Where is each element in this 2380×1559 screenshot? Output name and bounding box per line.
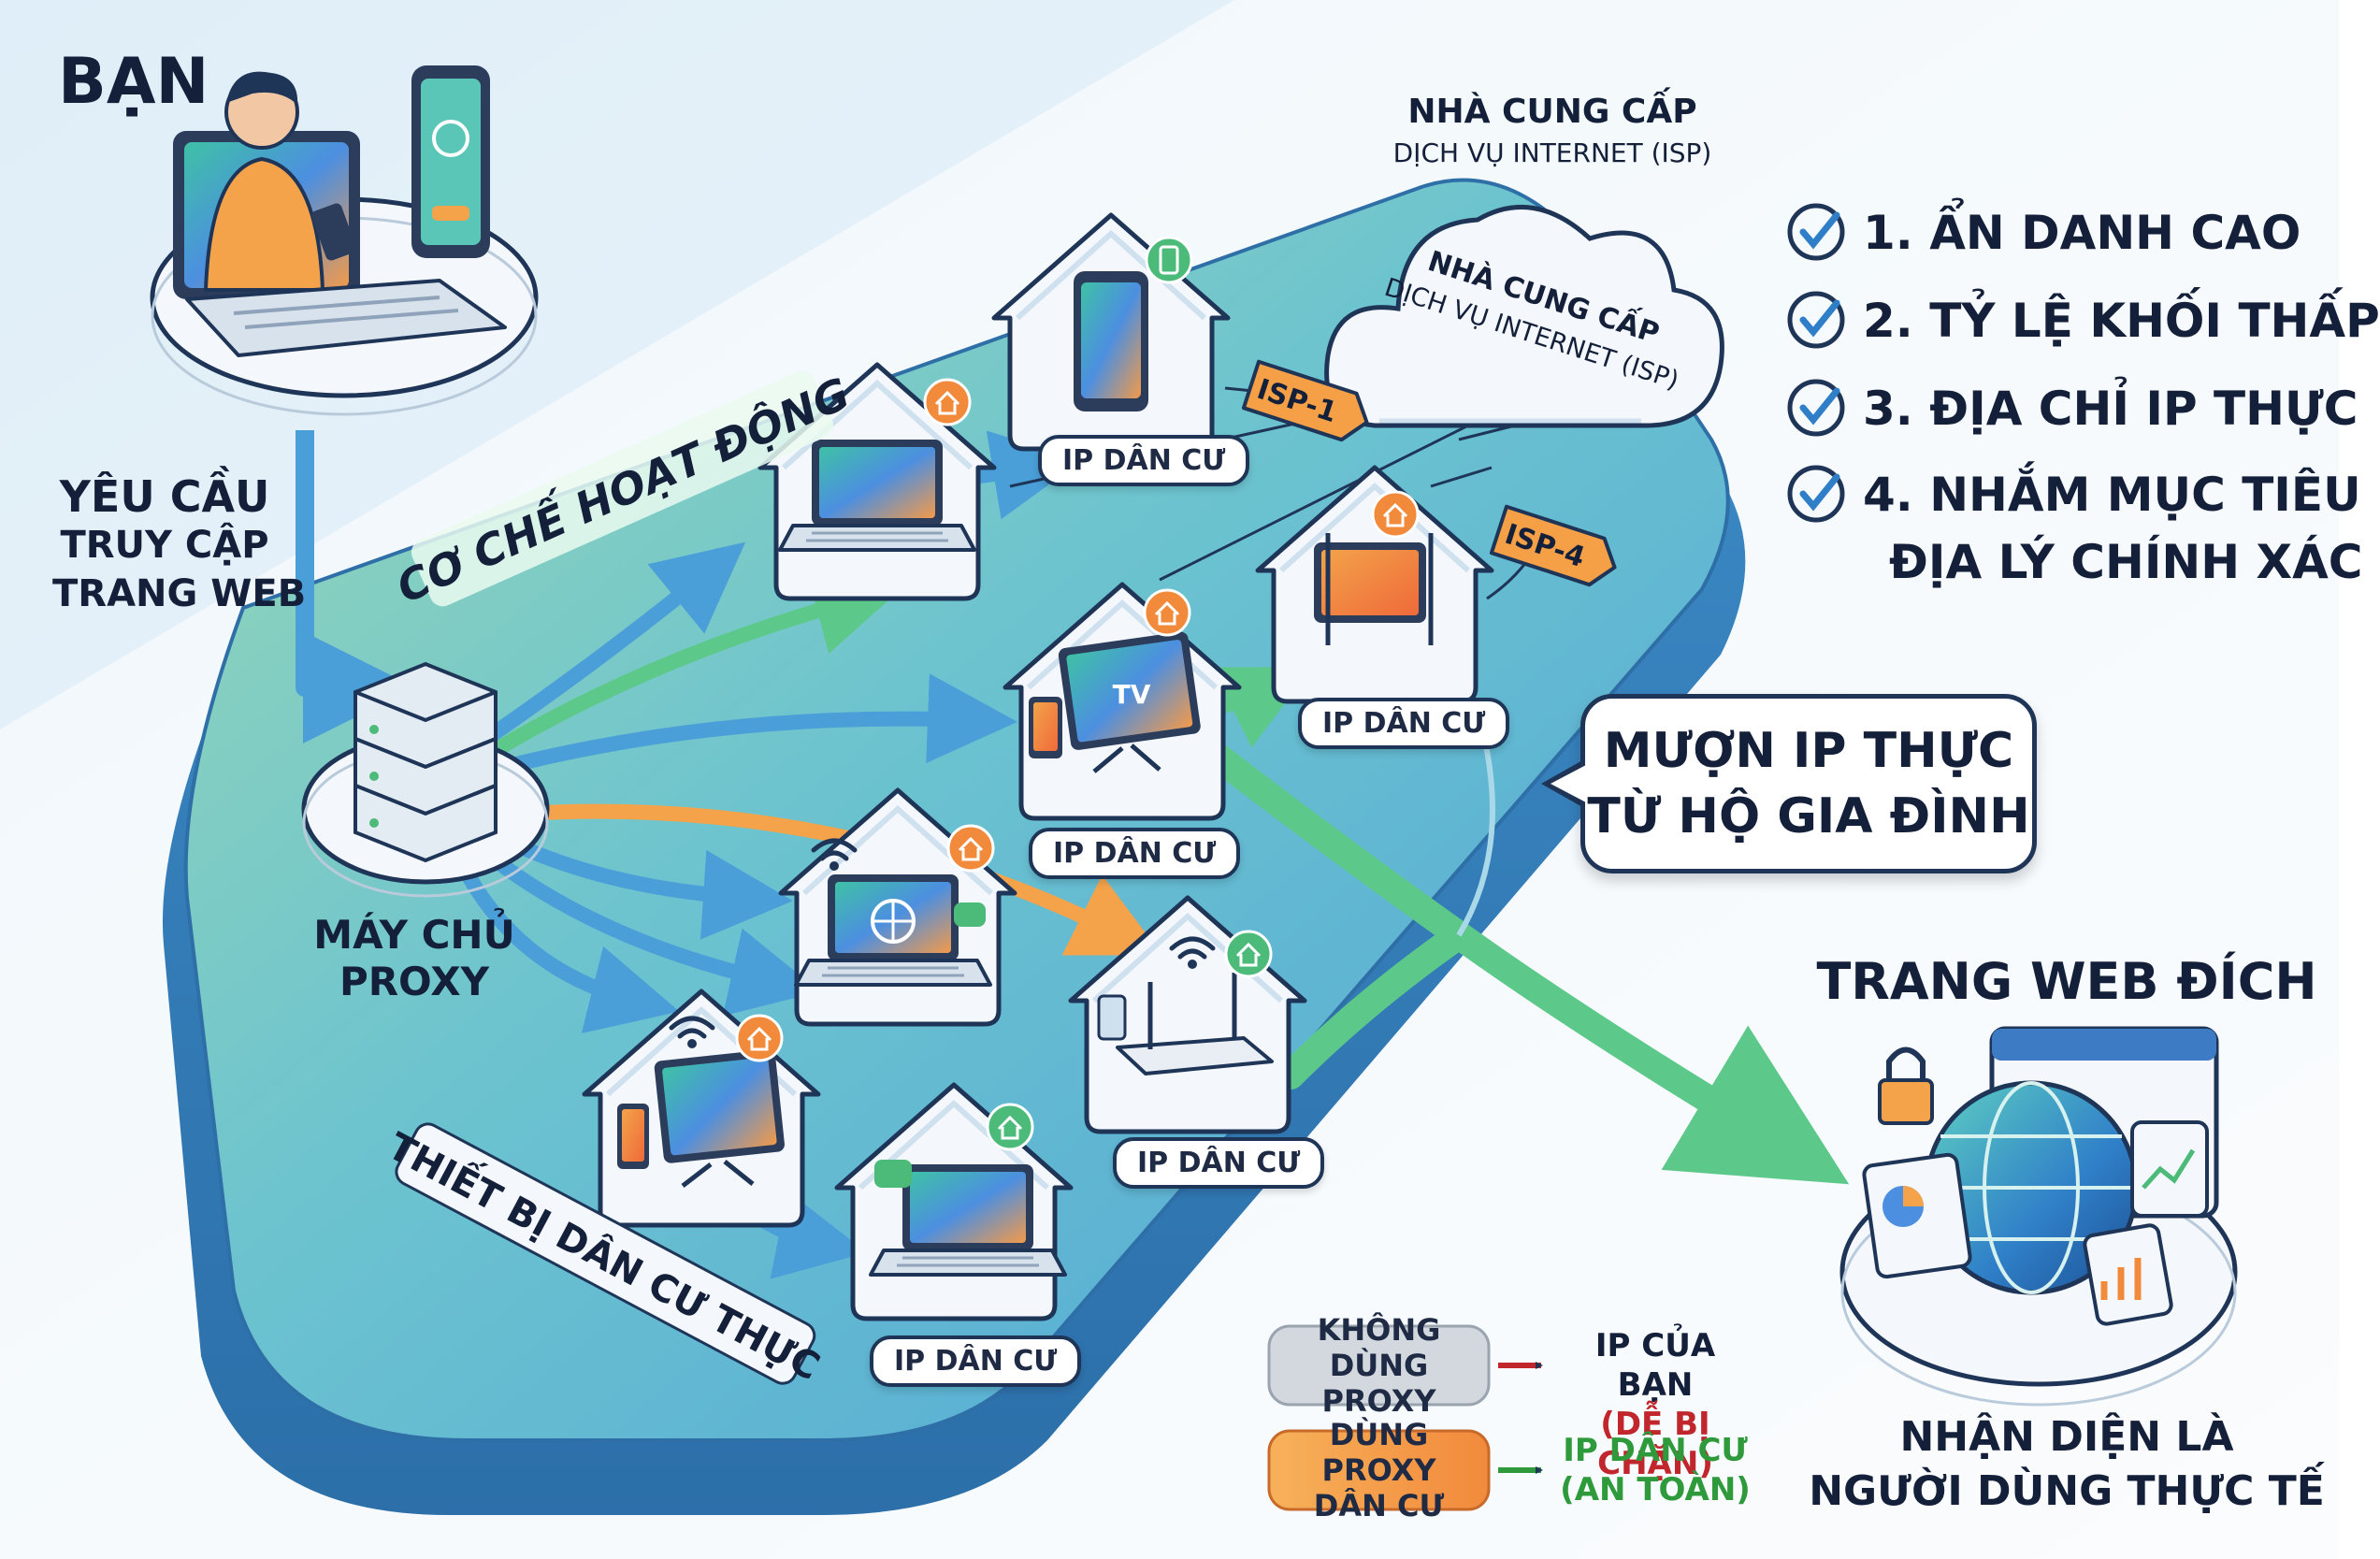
target-website-illustration — [1839, 1026, 2238, 1407]
request-line-1: YÊU CẦU — [59, 471, 270, 522]
legend-proxy-result: IP DÂN CƯ (AN TOÀN) — [1552, 1431, 1758, 1509]
legend-proxy-result-2: (AN TOÀN) — [1560, 1471, 1751, 1508]
legend-no-proxy-result: IP CỦA BẠN (DỄ BỊ CHẶN) — [1552, 1326, 1758, 1483]
request-arrow — [296, 430, 415, 743]
house-laptop-globe — [781, 790, 1015, 1024]
legend-no-proxy-line-1: KHÔNG DÙNG — [1317, 1312, 1441, 1383]
tv-label: TV — [1113, 679, 1151, 710]
request-label: YÊU CẦU TRUY CẬP TRANG WEB — [52, 471, 307, 618]
benefit-3: 3. ĐỊA CHỈ IP THỰC — [1784, 380, 2358, 438]
isp-title-bottom: DỊCH VỤ INTERNET (ISP) — [1392, 137, 1712, 168]
you-label: BẠN — [58, 45, 209, 119]
legend-no-proxy-box — [1267, 1324, 1491, 1407]
house-phone — [994, 215, 1228, 449]
benefit-4-text: 4. NHẮM MỤC TIÊU — [1863, 468, 2361, 522]
benefit-check-2 — [1787, 291, 1845, 349]
proxy-line-2: PROXY — [339, 959, 490, 1004]
benefit-4: 4. NHẮM MỤC TIÊU — [1784, 466, 2361, 524]
proxy-server — [301, 661, 550, 898]
legend-proxy-result-1: IP DÂN CƯ — [1563, 1432, 1748, 1469]
benefit-check-3 — [1787, 379, 1845, 437]
benefit-check-4 — [1787, 465, 1845, 523]
borrow-ip-bubble: MƯỢN IP THỰC TỪ HỘ GIA ĐÌNH — [1580, 694, 2037, 873]
legend-no-proxy-result-2: (DỄ BỊ CHẶN) — [1597, 1406, 1713, 1482]
isp-title: NHÀ CUNG CẤP DỊCH VỤ INTERNET (ISP) — [1356, 92, 1749, 174]
benefit-check-1 — [1787, 203, 1845, 261]
ip-pill-monitor-house: IP DÂN CƯ — [1298, 698, 1510, 749]
house-laptop-bottom — [837, 1085, 1071, 1319]
bubble-line-2: TỪ HỘ GIA ĐÌNH — [1587, 788, 2030, 844]
user-at-laptop — [150, 65, 539, 416]
house-router — [1071, 898, 1305, 1132]
ip-pill-tv-house: IP DÂN CƯ — [1029, 828, 1241, 879]
proxy-label: MÁY CHỦ PROXY — [297, 912, 531, 1005]
legend-no-proxy-result-1: IP CỦA BẠN — [1594, 1327, 1716, 1404]
isp-title-top: NHÀ CUNG CẤP — [1407, 93, 1697, 131]
green-arrow-branch — [1277, 921, 1473, 1090]
legend-proxy-line-1: DÙNG PROXY — [1321, 1417, 1436, 1488]
bubble-line-1: MƯỢN IP THỰC — [1603, 723, 2014, 779]
house-tv-lower — [584, 991, 818, 1225]
bubble-tail-inner — [1551, 765, 1586, 802]
ip-pill-laptop-house: IP DÂN CƯ — [870, 1335, 1082, 1387]
legend-proxy-label: DÙNG PROXY DÂN CƯ — [1269, 1417, 1489, 1523]
target-title: TRANG WEB ĐÍCH — [1816, 952, 2317, 1011]
target-caption-line-1: NHẬN DIỆN LÀ — [1899, 1413, 2234, 1461]
ip-pill-phone-house: IP DÂN CƯ — [1038, 435, 1250, 486]
benefit-1-text: 1. ẨN DANH CAO — [1863, 206, 2301, 260]
house-monitor — [1258, 468, 1492, 701]
legend-proxy-line-2: DÂN CƯ — [1313, 1488, 1445, 1523]
isp-cloud — [1324, 204, 1724, 428]
request-line-2: TRUY CẬP — [60, 524, 269, 567]
ip-pill-router-house: IP DÂN CƯ — [1113, 1137, 1325, 1189]
target-caption-line-2: NGƯỜI DÙNG THỰC TẾ — [1809, 1467, 2325, 1515]
legend-no-proxy-label: KHÔNG DÙNG PROXY — [1269, 1312, 1489, 1419]
target-caption: NHẬN DIỆN LÀ NGƯỜI DÙNG THỰC TẾ — [1805, 1410, 2329, 1519]
benefit-3-text: 3. ĐỊA CHỈ IP THỰC — [1863, 382, 2358, 436]
benefit-4-text-line-2: ĐỊA LÝ CHÍNH XÁC — [1889, 535, 2363, 589]
benefit-2: 2. TỶ LỆ KHỐI THẤP — [1784, 292, 2380, 350]
benefit-1: 1. ẨN DANH CAO — [1784, 204, 2301, 262]
request-line-3: TRANG WEB — [52, 572, 307, 615]
house-tv — [1005, 585, 1239, 818]
proxy-line-1: MÁY CHỦ — [313, 912, 515, 958]
legend-proxy-box — [1267, 1429, 1491, 1511]
benefit-2-text: 2. TỶ LỆ KHỐI THẤP — [1863, 294, 2380, 348]
legend-no-proxy-line-2: PROXY — [1321, 1383, 1436, 1419]
